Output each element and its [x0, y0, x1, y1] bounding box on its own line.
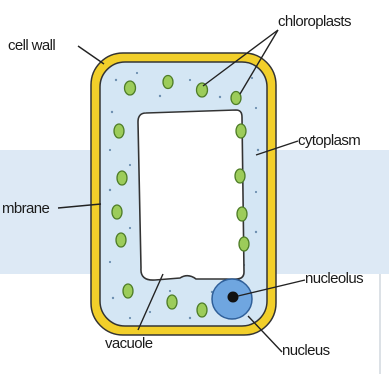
chloroplast — [197, 83, 208, 97]
chloroplast — [112, 205, 122, 219]
chloroplast — [114, 124, 124, 138]
vacuole — [138, 110, 244, 280]
chloroplast — [235, 169, 245, 183]
chloroplast — [167, 295, 177, 309]
label-chloroplasts: chloroplasts — [278, 14, 351, 29]
chloroplast — [236, 124, 246, 138]
label-membrane: mbrane — [2, 201, 49, 216]
label-nucleus: nucleus — [282, 343, 330, 358]
label-nucleolus: nucleolus — [305, 271, 363, 286]
label-vacuole: vacuole — [105, 336, 153, 351]
nucleolus — [228, 292, 239, 303]
label-cell-wall: cell wall — [8, 38, 55, 53]
chloroplast — [117, 171, 127, 185]
chloroplast — [125, 81, 136, 95]
chloroplast — [231, 92, 241, 105]
chloroplast — [123, 284, 133, 298]
leader-line-cell-wall — [78, 46, 104, 64]
label-cytoplasm: cytoplasm — [298, 133, 360, 148]
chloroplast — [239, 237, 249, 251]
chloroplast — [237, 207, 247, 221]
chloroplast — [163, 76, 173, 89]
chloroplast — [197, 303, 207, 317]
chloroplast — [116, 233, 126, 247]
